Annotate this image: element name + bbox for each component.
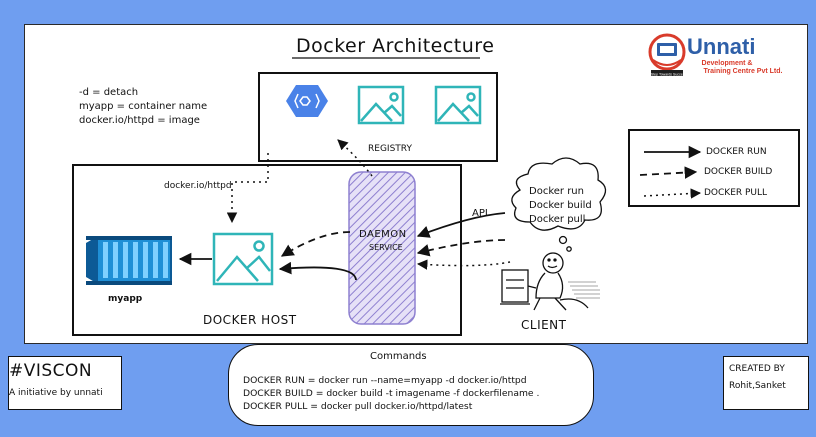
thought-line: Docker run — [529, 186, 584, 197]
note-line: docker.io/httpd = image — [79, 115, 200, 126]
legend-box — [628, 129, 800, 207]
image-icon — [357, 85, 405, 125]
run-arrow-daemon-to-image — [278, 261, 357, 281]
build-arrow-daemon-to-image — [280, 231, 351, 257]
commands-list: DOCKER RUN = docker run --name=myapp -d … — [243, 374, 539, 413]
pull-arrow-daemon-to-registry — [337, 139, 373, 177]
legend-build-label: DOCKER BUILD — [704, 167, 773, 177]
docker-host-label: DOCKER HOST — [203, 313, 297, 327]
created-heading: CREATED BY — [729, 364, 785, 374]
commands-box — [228, 344, 594, 426]
daemon-column — [348, 171, 416, 325]
service-label: SERVICE — [369, 243, 403, 252]
image-icon — [212, 232, 274, 286]
created-names: Rohit,Sanket — [729, 381, 786, 391]
image-icon — [434, 85, 482, 125]
legend-pull-label: DOCKER PULL — [704, 188, 768, 198]
command-line: DOCKER PULL = docker pull docker.io/http… — [243, 401, 473, 412]
thought-bubble-icon — [511, 157, 607, 252]
logo-subtitle-1: Development & — [702, 60, 753, 67]
created-by-box — [723, 356, 809, 410]
container-icon — [86, 236, 172, 285]
logo-subtitle-2: Training Centre Pvt Ltd. — [704, 68, 783, 75]
daemon-label: DAEMON — [359, 229, 407, 240]
logo-tagline: A Step Towards Success — [648, 73, 687, 77]
pull-arrow-registry-to-host — [226, 153, 269, 224]
pull-arrow-client-to-daemon — [416, 259, 511, 270]
thought-line: Docker build — [529, 200, 592, 211]
logo-icon: Unnati Development & Training Centre Pvt… — [647, 30, 797, 78]
notes: -d = detach myapp = container name docke… — [79, 86, 207, 128]
diagram-title: Docker Architecture — [296, 35, 495, 57]
build-arrow-client-to-daemon — [416, 239, 506, 257]
viscon-box — [8, 356, 122, 410]
run-arrow-client-to-daemon — [416, 212, 506, 238]
client-label: CLIENT — [521, 318, 567, 332]
thought-line: Docker pull — [529, 214, 586, 225]
legend-pull-arrow — [643, 188, 702, 199]
gcp-registry-icon — [286, 85, 328, 117]
command-line: DOCKER RUN = docker run --name=myapp -d … — [243, 375, 527, 386]
person-at-laptop-icon — [500, 252, 600, 311]
command-line: DOCKER BUILD = docker build -t imagename… — [243, 388, 540, 399]
viscon-title: #VISCON — [9, 361, 93, 381]
api-label: API — [472, 208, 488, 219]
logo-name: Unnati — [687, 34, 755, 59]
image-path-label: docker.io/httpd — [164, 181, 232, 191]
viscon-subtitle: A initiative by unnati — [9, 388, 103, 398]
registry-label: REGISTRY — [368, 144, 412, 154]
client-thoughts: Docker run Docker build Docker pull — [529, 185, 592, 227]
note-line: -d = detach — [79, 87, 139, 98]
commands-heading: Commands — [370, 351, 427, 362]
legend-build-arrow — [639, 166, 698, 179]
legend-run-label: DOCKER RUN — [706, 147, 767, 157]
container-label: myapp — [108, 294, 143, 304]
note-line: myapp = container name — [79, 101, 208, 112]
